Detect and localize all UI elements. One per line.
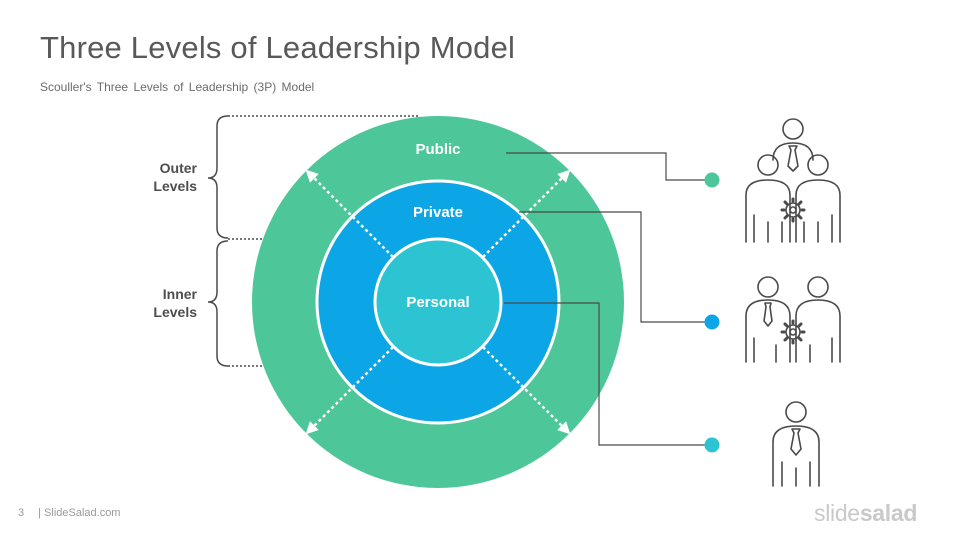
public-label: Public (415, 141, 460, 158)
inner-levels-label-line2: Levels (153, 304, 197, 320)
footer-site: | SlideSalad.com (38, 507, 121, 519)
brand-logo-light: slide (814, 500, 860, 526)
team-group-gear-icon (745, 118, 841, 243)
footer: 3 | SlideSalad.com (18, 507, 120, 519)
single-person-icon (772, 401, 820, 487)
public-dot (704, 172, 720, 188)
brand-logo: slidesalad (814, 500, 917, 527)
outer-levels-label-line1: Outer (160, 160, 198, 176)
personal-connector (504, 302, 706, 446)
personal-dot (704, 437, 720, 453)
inner-levels-label-line1: Inner (163, 286, 198, 302)
outer-levels-label-line2: Levels (153, 178, 197, 194)
brand-logo-bold: salad (859, 500, 918, 526)
page-subtitle: Scouller's Three Levels of Leadership (3… (40, 80, 315, 94)
private-label: Private (413, 204, 463, 221)
personal-label: Personal (406, 294, 469, 311)
page-number: 3 (18, 507, 25, 519)
diagonal-arrows (305, 169, 571, 435)
page-title: Three Levels of Leadership Model (40, 30, 516, 65)
personal-circle (373, 237, 503, 367)
public-connector (506, 152, 706, 181)
outer-levels-brace (207, 115, 229, 239)
private-dot (704, 314, 720, 330)
private-connector (519, 211, 706, 323)
inner-levels-brace (207, 240, 229, 367)
brace-dotted-guides (228, 115, 420, 367)
two-people-gear-icon (745, 276, 841, 363)
